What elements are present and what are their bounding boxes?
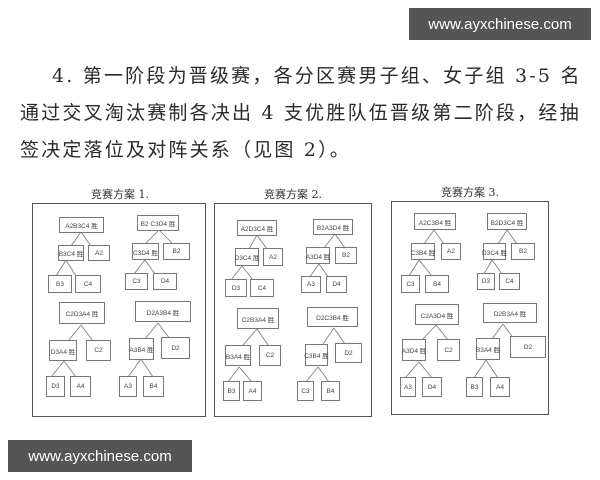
bracket-mid-node: A3B4 胜 xyxy=(129,338,154,360)
bracket-mid-node: B3A4 胜 xyxy=(476,338,500,360)
bracket-leaf-node: B3 xyxy=(48,275,72,293)
bracket-bye-node: B2 xyxy=(511,243,535,260)
bracket-root-node: B2A3D4 胜 xyxy=(313,219,353,235)
bracket-root-node: C2D3A4 胜 xyxy=(59,302,105,324)
bracket-root-node: D2C3B4 胜 xyxy=(307,307,358,327)
body-paragraph: 4. 第一阶段为晋级赛，各分区赛男子组、女子组 3-5 名 通过交叉淘汰赛制各决… xyxy=(20,58,580,169)
bracket-leaf-node: D3 xyxy=(46,376,65,397)
bracket-root-node: B2D3C4 胜 xyxy=(487,213,527,230)
bracket-mid-node: A3D4 胜 xyxy=(306,247,330,264)
bracket-bye-node: C2 xyxy=(437,339,460,361)
bracket-leaf-node: D4 xyxy=(153,273,177,290)
bracket-root-node: A2D3C4 胜 xyxy=(237,220,277,236)
bracket-bye-node: A2 xyxy=(441,243,461,260)
bracket-leaf-node: A4 xyxy=(243,381,262,401)
bracket-root-node: C2A3D4 胜 xyxy=(415,304,459,325)
bracket-leaf-node: C3 xyxy=(125,273,148,290)
bracket-mid-node: D3C4 胜 xyxy=(482,243,507,260)
bracket-root-node: C2B3A4 胜 xyxy=(237,308,279,329)
bracket-leaf-node: B4 xyxy=(143,376,164,397)
bracket-leaf-node: C4 xyxy=(499,273,520,290)
bracket-bye-node: D2 xyxy=(161,337,190,359)
bracket-leaf-node: A3 xyxy=(301,276,321,293)
bracket-bye-node: B2 xyxy=(163,243,190,260)
scheme-2-title: 竞赛方案 2. xyxy=(264,188,322,201)
bracket-root-node: D2B3A4 胜 xyxy=(483,303,537,323)
bracket-leaf-node: A3 xyxy=(119,376,137,397)
paragraph-line-2: 通过交叉淘汰赛制各决出 4 支优胜队伍晋级第二阶段，经抽 xyxy=(20,102,581,124)
bracket-mid-node: D3A4 胜 xyxy=(49,340,77,361)
bracket-bye-node: C2 xyxy=(259,345,281,366)
bracket-leaf-node: D3 xyxy=(225,279,247,297)
bracket-mid-node: A3D4 胜 xyxy=(402,339,426,361)
bracket-leaf-node: A4 xyxy=(490,377,510,397)
bracket-leaf-node: A3 xyxy=(400,377,416,397)
scheme-1-diagram: A2B3C4 胜 B3C4 胜 A2 B3 C4 B2 C3D4 胜 C3D4 … xyxy=(32,203,206,417)
bracket-leaf-node: C3 xyxy=(401,275,420,293)
watermark-bottom: www.ayxchinese.com xyxy=(8,440,192,472)
bracket-leaf-node: C4 xyxy=(75,275,101,293)
bracket-bye-node: D2 xyxy=(510,336,546,358)
bracket-root-node: B2 C3D4 胜 xyxy=(137,215,179,231)
bracket-bye-node: B2 xyxy=(335,247,357,264)
bracket-leaf-node: D3 xyxy=(477,273,495,290)
bracket-mid-node: B3C4 胜 xyxy=(58,245,84,261)
watermark-top: www.ayxchinese.com xyxy=(409,8,591,40)
scheme-2-diagram: A2D3C4 胜 D3C4 胜 A2 D3 C4 B2A3D4 胜 A3D4 胜… xyxy=(214,203,372,417)
bracket-mid-node: C3B4 胜 xyxy=(304,344,329,366)
bracket-leaf-node: B4 xyxy=(425,275,449,293)
bracket-bye-node: A2 xyxy=(88,245,110,261)
scheme-1-title: 竞赛方案 1. xyxy=(91,188,149,201)
bracket-root-node: D2A3B4 胜 xyxy=(135,301,191,322)
bracket-root-node: A2B3C4 胜 xyxy=(59,217,104,233)
bracket-leaf-node: B3 xyxy=(466,377,483,397)
bracket-leaf-node: D4 xyxy=(326,276,347,293)
bracket-mid-node: B3A4 胜 xyxy=(225,345,251,366)
bracket-leaf-node: B3 xyxy=(223,381,240,401)
scheme-3-diagram: A2C3B4 胜 C3B4 胜 A2 C3 B4 B2D3C4 胜 D3C4 胜… xyxy=(391,201,549,415)
bracket-bye-node: C2 xyxy=(86,340,111,361)
bracket-bye-node: A2 xyxy=(263,248,283,266)
paragraph-line-1: 4. 第一阶段为晋级赛，各分区赛男子组、女子组 3-5 名 xyxy=(52,65,582,87)
bracket-leaf-node: C4 xyxy=(250,279,274,297)
bracket-mid-node: C3D4 胜 xyxy=(132,243,159,260)
bracket-leaf-node: D4 xyxy=(422,377,442,397)
bracket-leaf-node: A4 xyxy=(70,376,91,397)
bracket-leaf-node: C3 xyxy=(297,381,314,401)
bracket-mid-node: D3C4 胜 xyxy=(235,248,259,266)
bracket-root-node: A2C3B4 胜 xyxy=(414,213,456,230)
bracket-bye-node: D2 xyxy=(335,343,362,363)
paragraph-line-3: 签决定落位及对阵关系（见图 2）。 xyxy=(20,139,352,161)
bracket-mid-node: C3B4 胜 xyxy=(411,243,435,260)
scheme-3-title: 竞赛方案 3. xyxy=(441,186,499,199)
bracket-leaf-node: B4 xyxy=(321,381,340,401)
